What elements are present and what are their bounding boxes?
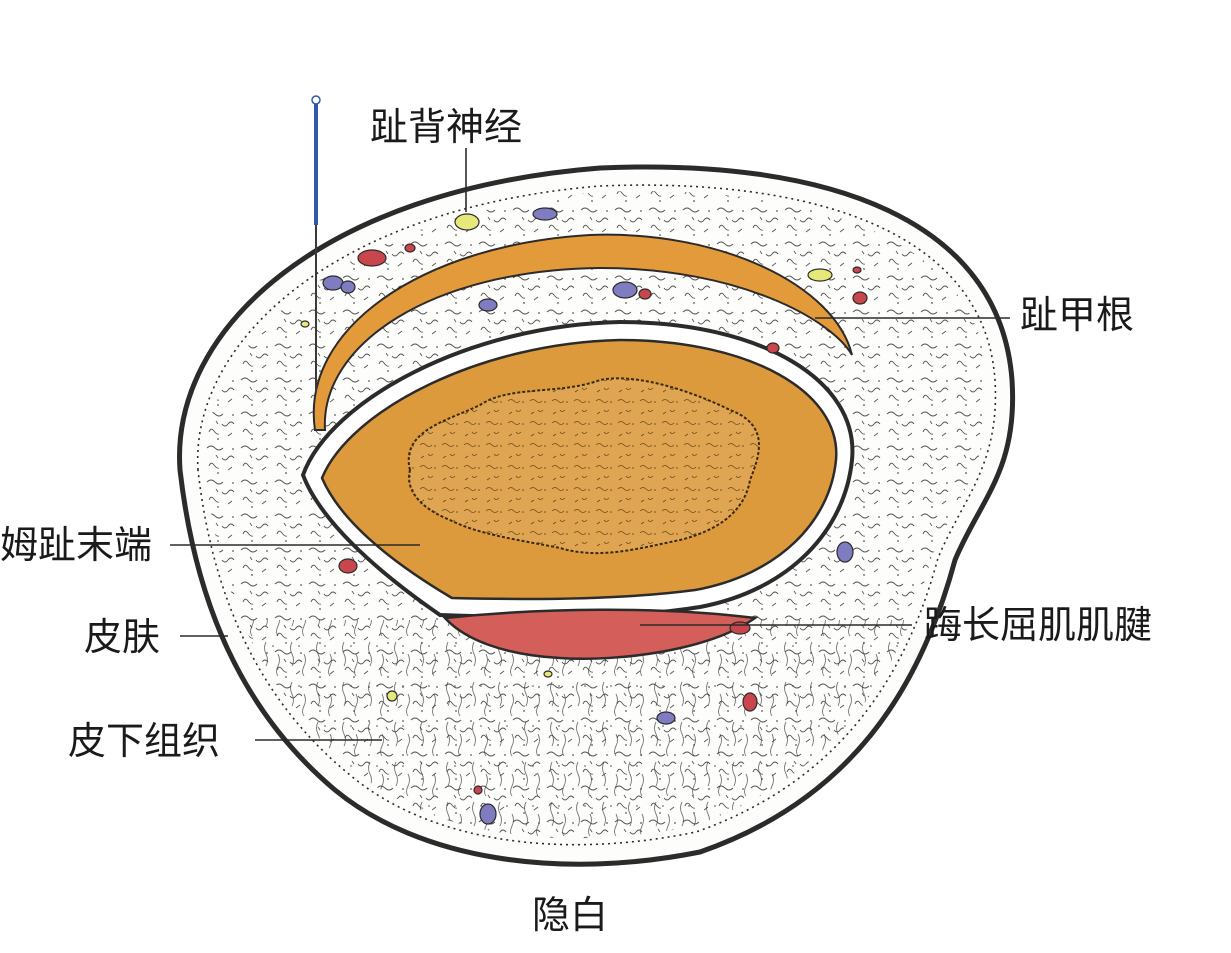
flexor-tendon-shape [442, 608, 759, 660]
bone-marrow [407, 377, 760, 555]
acupuncture-needle-icon [311, 95, 321, 392]
label-hallux-distal-end: 姆趾末端 [0, 523, 153, 567]
label-acupoint-yinbai: 隐白 [532, 893, 609, 937]
nail-root-shape [312, 233, 853, 431]
label-flexor-hallucis-longus-tendon: 踇长屈肌肌腱 [924, 603, 1153, 647]
label-dorsal-digital-nerve: 趾背神经 [370, 105, 523, 149]
skin-inner-line [196, 184, 997, 846]
vessels-and-nerves [300, 207, 868, 825]
label-subcutaneous-tissue: 皮下组织 [68, 719, 221, 763]
subcutaneous-lower-fibers [241, 620, 911, 839]
label-nail-root: 趾甲根 [1020, 293, 1135, 337]
label-skin: 皮肤 [84, 615, 161, 659]
leader-lines [170, 148, 1010, 741]
